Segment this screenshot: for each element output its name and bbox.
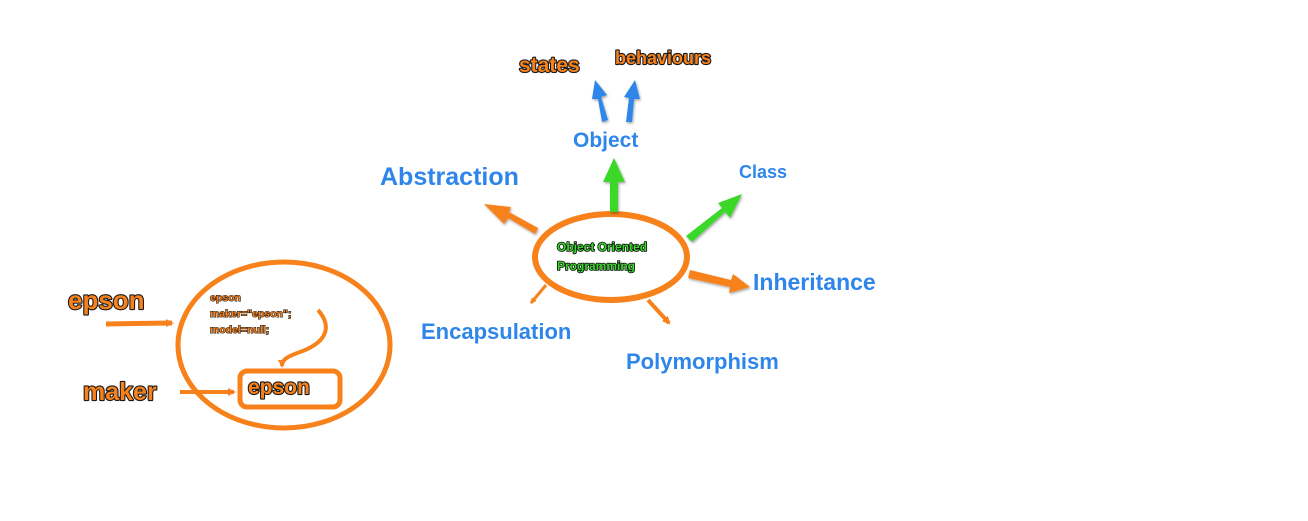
- value-box-label: epson: [248, 376, 310, 399]
- node-class: Class: [739, 162, 787, 182]
- arrow-to-class: [686, 194, 742, 242]
- arrow-to-inheritance: [688, 270, 750, 293]
- arrow-to-object: [603, 158, 625, 212]
- node-abstraction: Abstraction: [380, 163, 519, 191]
- node-behaviours: behaviours: [615, 48, 711, 68]
- example-oval: [175, 259, 393, 431]
- node-inheritance: Inheritance: [753, 269, 876, 295]
- arrow-to-encapsulation: [529, 284, 548, 304]
- center-oval: [532, 211, 690, 303]
- node-object: Object: [573, 129, 638, 152]
- arrow-code-to-box: [278, 308, 328, 368]
- arrow-to-polymorphism: [646, 298, 671, 325]
- code-line-2: maker="epson";: [210, 308, 291, 320]
- node-encapsulation: Encapsulation: [421, 319, 571, 344]
- example-pointer-label: maker: [83, 378, 157, 406]
- example-outer-label: epson: [68, 285, 145, 315]
- center-label-line2: Programming: [557, 259, 635, 273]
- node-polymorphism: Polymorphism: [626, 349, 779, 374]
- arrow-epson-to-object: [105, 319, 174, 328]
- center-label-line1: Object Oriented: [557, 240, 647, 254]
- arrow-to-behaviours: [624, 80, 640, 122]
- code-line-1: epson: [210, 292, 241, 304]
- node-states: states: [519, 54, 580, 77]
- arrow-to-states: [592, 80, 608, 122]
- code-line-3: model=null;: [210, 324, 269, 336]
- value-box: [237, 368, 343, 410]
- arrow-to-abstraction: [484, 204, 538, 234]
